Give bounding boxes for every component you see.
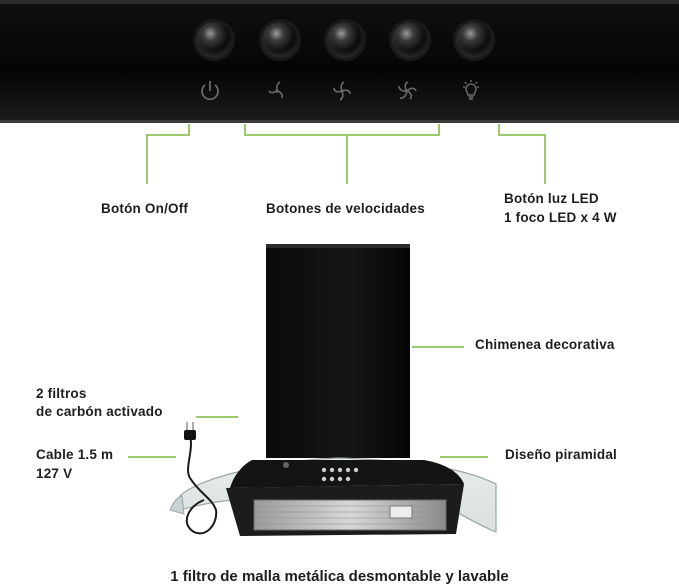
leader-line-speeds-right (438, 124, 440, 136)
front-panel-buttons (321, 467, 359, 482)
leader-line-led-tick (498, 124, 500, 136)
speed-2-button[interactable] (327, 22, 363, 58)
leader-line-led-h (498, 134, 546, 136)
speed-3-button[interactable] (392, 22, 428, 58)
label-led-line1: Botón luz LED (504, 191, 599, 206)
label-led-line2: 1 foco LED x 4 W (504, 210, 617, 225)
label-filters-line1: 2 filtros (36, 386, 87, 401)
power-button[interactable] (196, 22, 232, 58)
label-speeds: Botones de velocidades (266, 201, 425, 216)
panel-edge (0, 0, 679, 4)
fan-low-icon (268, 81, 284, 99)
led-light-cover (389, 505, 413, 519)
fan-high-icon (398, 81, 417, 100)
plug-icon (184, 422, 196, 440)
label-filters-line2: de carbón activado (36, 404, 163, 419)
light-bulb-icon (463, 80, 479, 100)
leader-line-onoff-v (146, 134, 148, 184)
power-icon (201, 81, 219, 101)
label-cable-line2: 127 V (36, 466, 73, 481)
leader-line-speeds-left (244, 124, 246, 136)
label-chimney: Chimenea decorativa (475, 337, 615, 352)
chimney-body (266, 244, 410, 458)
control-panel (0, 0, 679, 123)
light-button[interactable] (456, 22, 492, 58)
caption-filter: 1 filtro de malla metálica desmontable y… (170, 568, 509, 585)
fan-medium-icon (333, 81, 351, 101)
leader-line-design (440, 456, 488, 458)
label-design: Diseño piramidal (505, 447, 617, 462)
label-on-off: Botón On/Off (101, 201, 189, 216)
leader-line-filters (196, 416, 238, 418)
speed-1-button[interactable] (262, 22, 298, 58)
leader-line-chimney (412, 346, 464, 348)
range-hood-illustration (169, 244, 497, 536)
metal-mesh-filter (253, 499, 447, 531)
leader-line-onoff-tick (188, 124, 190, 136)
power-cord (185, 433, 218, 535)
leader-line-led-v (544, 134, 546, 184)
leader-line-cable (128, 456, 176, 458)
leader-line-speeds-v (346, 134, 348, 184)
leader-line-onoff-h (146, 134, 190, 136)
leader-line-speeds-h (244, 134, 440, 136)
label-cable-line1: Cable 1.5 m (36, 447, 114, 462)
